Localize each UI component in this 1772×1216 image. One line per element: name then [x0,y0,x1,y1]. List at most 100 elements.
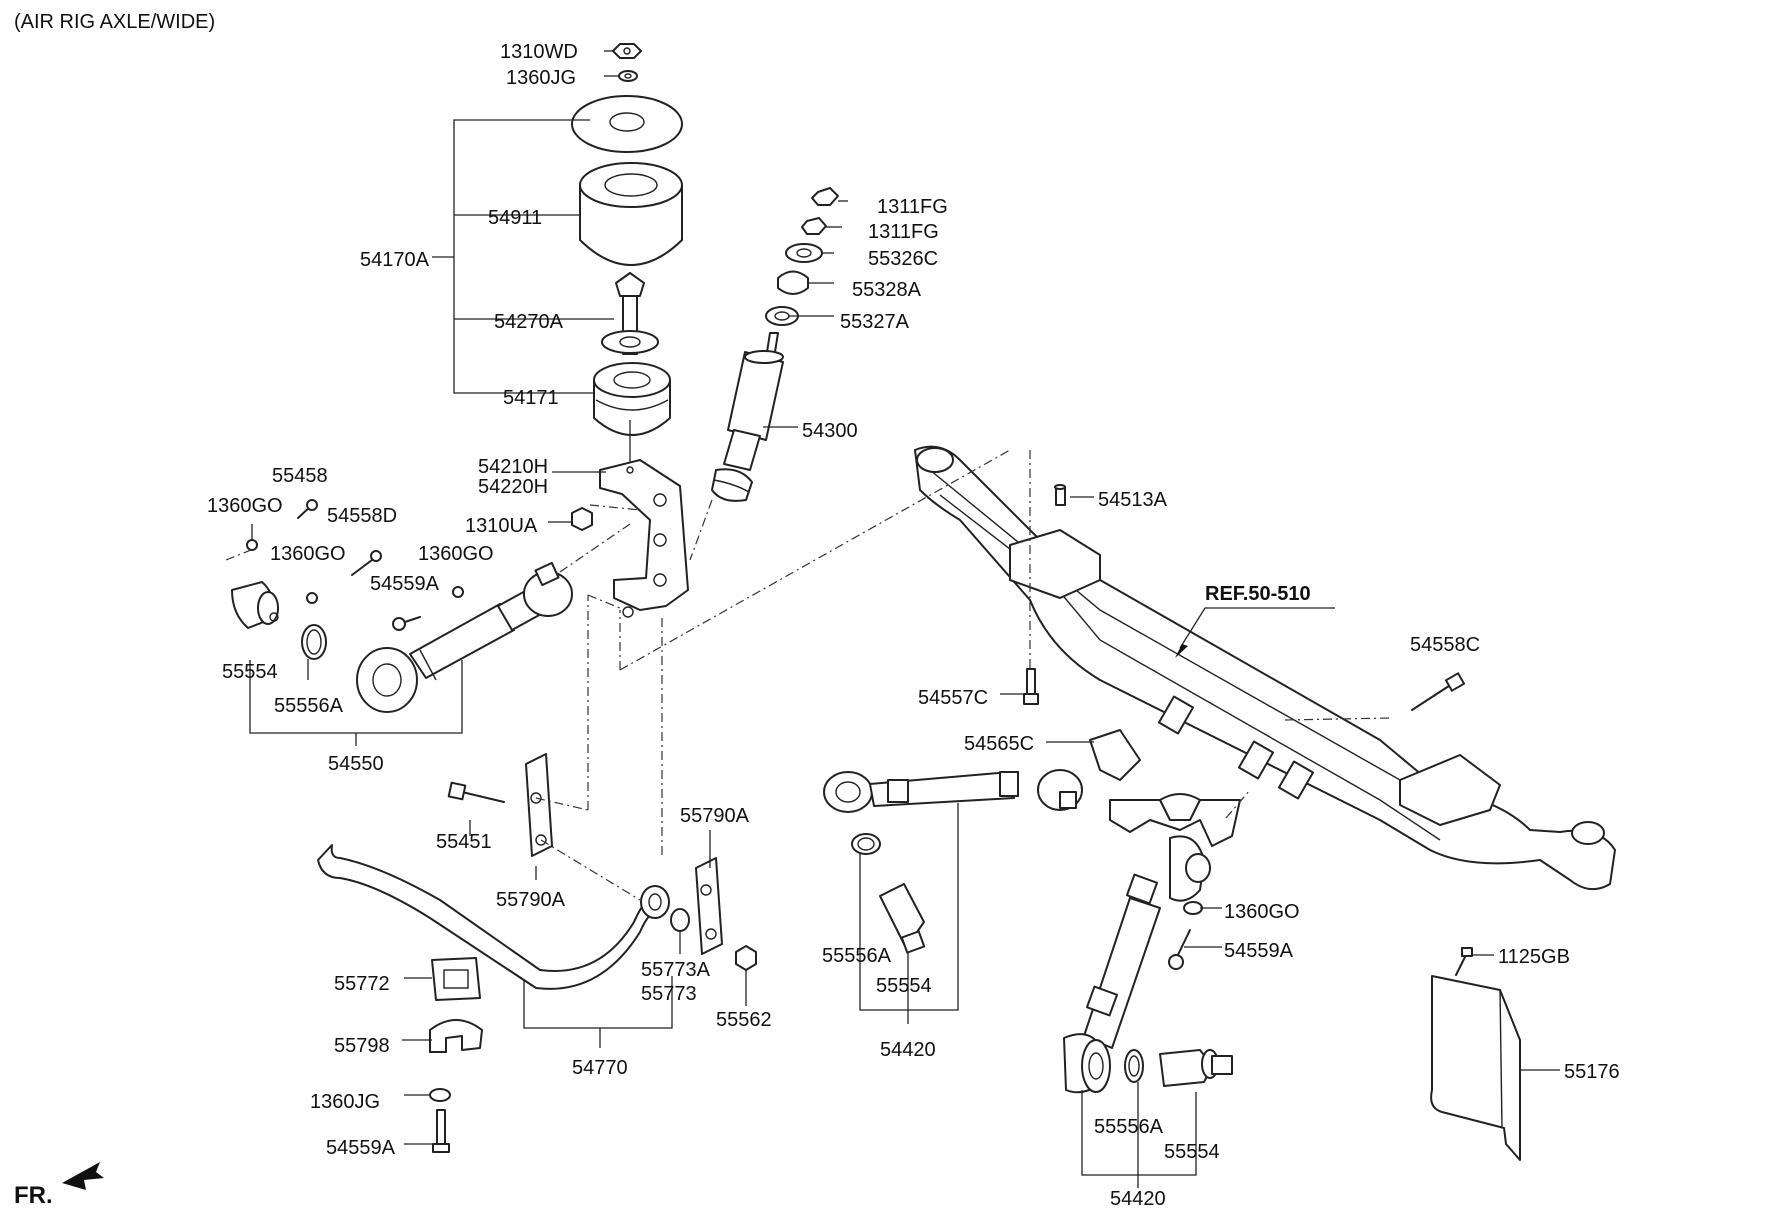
label-55458: 55458 [272,465,328,487]
label-55451: 55451 [436,831,492,853]
label-54911: 54911 [488,207,542,229]
front-arrow-icon [62,1162,104,1190]
part-1360JG-washer[interactable] [618,70,638,82]
part-55798-clamp[interactable] [429,1019,483,1053]
label-54558D: 54558D [327,505,397,527]
part-bracket-clamp[interactable] [1109,793,1241,847]
label-55773: 55773 [641,983,697,1005]
part-55790A-plate-b[interactable] [695,857,723,955]
part-54171-bushing[interactable] [593,362,671,436]
label-54558C: 54558C [1410,634,1480,656]
label-54770: 54770 [572,1057,628,1079]
label-55327A: 55327A [840,311,910,333]
label-54550: 54550 [328,753,384,775]
label-55556A-a: 55556A [274,695,344,717]
label-55328A: 55328A [852,279,922,301]
label-1310UA: 1310UA [465,515,538,537]
label-55773A: 55773A [641,959,711,981]
label-55772: 55772 [334,973,390,995]
part-54558D-bolt[interactable] [351,550,382,576]
diagram-title: (AIR RIG AXLE/WIDE) [14,11,215,33]
part-55554-bushing-b[interactable] [879,883,926,954]
part-1360GO-washer-a[interactable] [246,539,258,551]
part-54559A-bolt-a[interactable] [392,616,421,631]
part-54911-bushing[interactable] [579,162,683,266]
part-1311FG-nut-a[interactable] [811,187,839,206]
part-54550-link-arm[interactable] [356,561,573,713]
label-54420-b: 54420 [1110,1188,1166,1210]
label-54420-a: 54420 [880,1039,936,1061]
part-55327A-washer[interactable] [765,306,799,326]
label-54171: 54171 [503,387,559,409]
label-1311FG-b: 1311FG [868,221,939,243]
part-54557C-bolt[interactable] [1023,668,1039,705]
label-55556A-b: 55556A [822,945,892,967]
part-54559A-bolt-c[interactable] [1168,929,1191,970]
part-insulator-plate[interactable] [571,95,683,153]
part-55562-nut[interactable] [735,945,757,971]
part-55451-bolt[interactable] [447,781,505,803]
label-54565C: 54565C [964,733,1034,755]
part-54210H-bracket[interactable] [599,459,689,618]
label-54300: 54300 [802,420,858,442]
part-55554-bushing-a[interactable] [231,581,279,629]
part-55556A-seal-b[interactable] [851,833,881,855]
label-1360GO-c: 1360GO [418,543,494,565]
part-1360GO-washer-c[interactable] [452,586,464,598]
label-55562: 55562 [716,1009,772,1031]
part-1310WD-nut[interactable] [612,43,642,59]
part-55176-shield[interactable] [1430,975,1521,1161]
axle-beam [914,445,1616,891]
part-54559A-bolt-b[interactable] [432,1109,450,1153]
part-54513A-pin[interactable] [1054,484,1066,506]
label-54270A: 54270A [494,311,564,333]
part-54420-lower-link[interactable] [1063,835,1211,1094]
label-1360GO-d: 1360GO [1224,901,1300,923]
label-1360JG-bottom: 1360JG [310,1091,380,1113]
part-55328A-bushing[interactable] [777,270,809,295]
reference-label: REF.50-510 [1205,583,1311,605]
label-54513A: 54513A [1098,489,1168,511]
part-1360GO-washer-b[interactable] [306,592,318,604]
label-54210H: 54210H [478,456,548,478]
part-55773A-bushing[interactable] [670,908,690,932]
part-1310UA-nut[interactable] [571,507,593,531]
part-55556A-seal-a[interactable] [301,624,327,660]
label-54557C: 54557C [918,687,988,709]
label-55790A-b: 55790A [680,805,750,827]
label-55790A-a: 55790A [496,889,566,911]
label-54220H: 54220H [478,476,548,498]
label-55798: 55798 [334,1035,390,1057]
part-55772-bushing[interactable] [431,957,481,1001]
label-54559A-c: 54559A [1224,940,1294,962]
part-55790A-plate-a[interactable] [525,753,553,857]
part-55554-bushing-c[interactable] [1159,1049,1233,1087]
label-55554-b: 55554 [876,975,932,997]
part-1360GO-washer-d[interactable] [1183,901,1203,915]
part-54565C-bracket[interactable] [1089,729,1141,781]
label-54559A-b: 54559A [326,1137,396,1159]
part-54300-shock-absorber[interactable] [711,332,784,502]
part-54420-upper-link[interactable] [823,769,1083,813]
part-55556A-seal-c[interactable] [1124,1049,1144,1083]
label-1311FG-a: 1311FG [877,196,948,218]
label-55176: 55176 [1564,1061,1620,1083]
part-1311FG-nut-b[interactable] [801,217,827,235]
part-55326C-washer[interactable] [785,243,823,263]
part-54270A-bolt[interactable] [601,272,659,355]
part-54558C-bolt[interactable] [1411,672,1466,711]
part-54770-stabilizer-bar[interactable] [317,844,670,990]
label-1360GO-a: 1360GO [207,495,283,517]
label-1125GB: 1125GB [1498,946,1570,968]
label-1360GO-b: 1360GO [270,543,346,565]
part-55458-bolt[interactable] [297,499,318,519]
label-1310WD: 1310WD [500,41,578,63]
label-55556A-c: 55556A [1094,1116,1164,1138]
label-55554-c: 55554 [1164,1141,1220,1163]
part-1125GB-screw[interactable] [1455,947,1473,976]
label-55326C: 55326C [868,248,938,270]
front-direction-label: FR. [14,1182,53,1209]
part-1360JG-washer-bottom[interactable] [429,1088,451,1102]
